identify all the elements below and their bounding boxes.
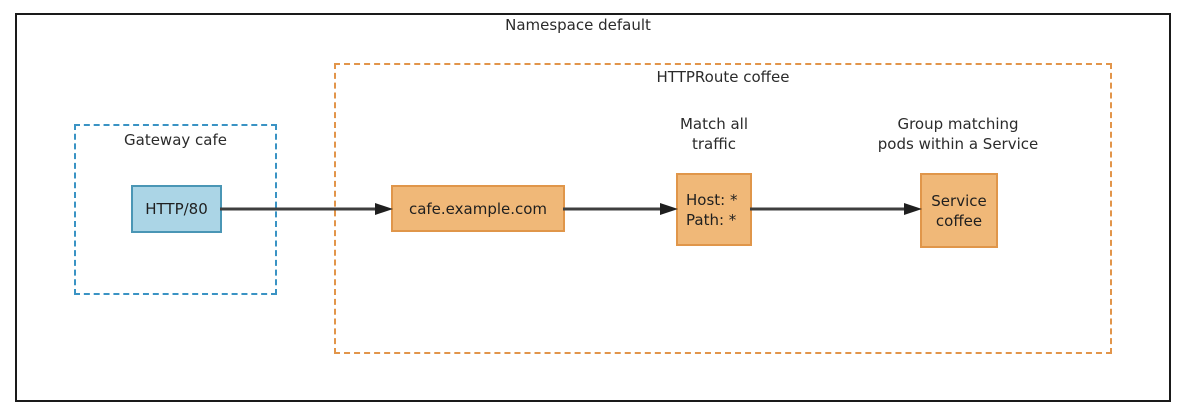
namespace-label: Namespace default <box>505 16 651 34</box>
node-route-match: Host: * Path: * <box>676 173 752 246</box>
node-service: Service coffee <box>920 173 998 248</box>
annotation-match-all-traffic: Match all traffic <box>679 115 749 153</box>
httproute-label: HTTPRoute coffee <box>656 68 790 86</box>
annotation-group-matching-pods: Group matching pods within a Service <box>877 115 1039 153</box>
node-hostname: cafe.example.com <box>391 185 565 232</box>
node-gateway-listener: HTTP/80 <box>131 185 222 233</box>
gateway-label: Gateway cafe <box>124 131 227 149</box>
